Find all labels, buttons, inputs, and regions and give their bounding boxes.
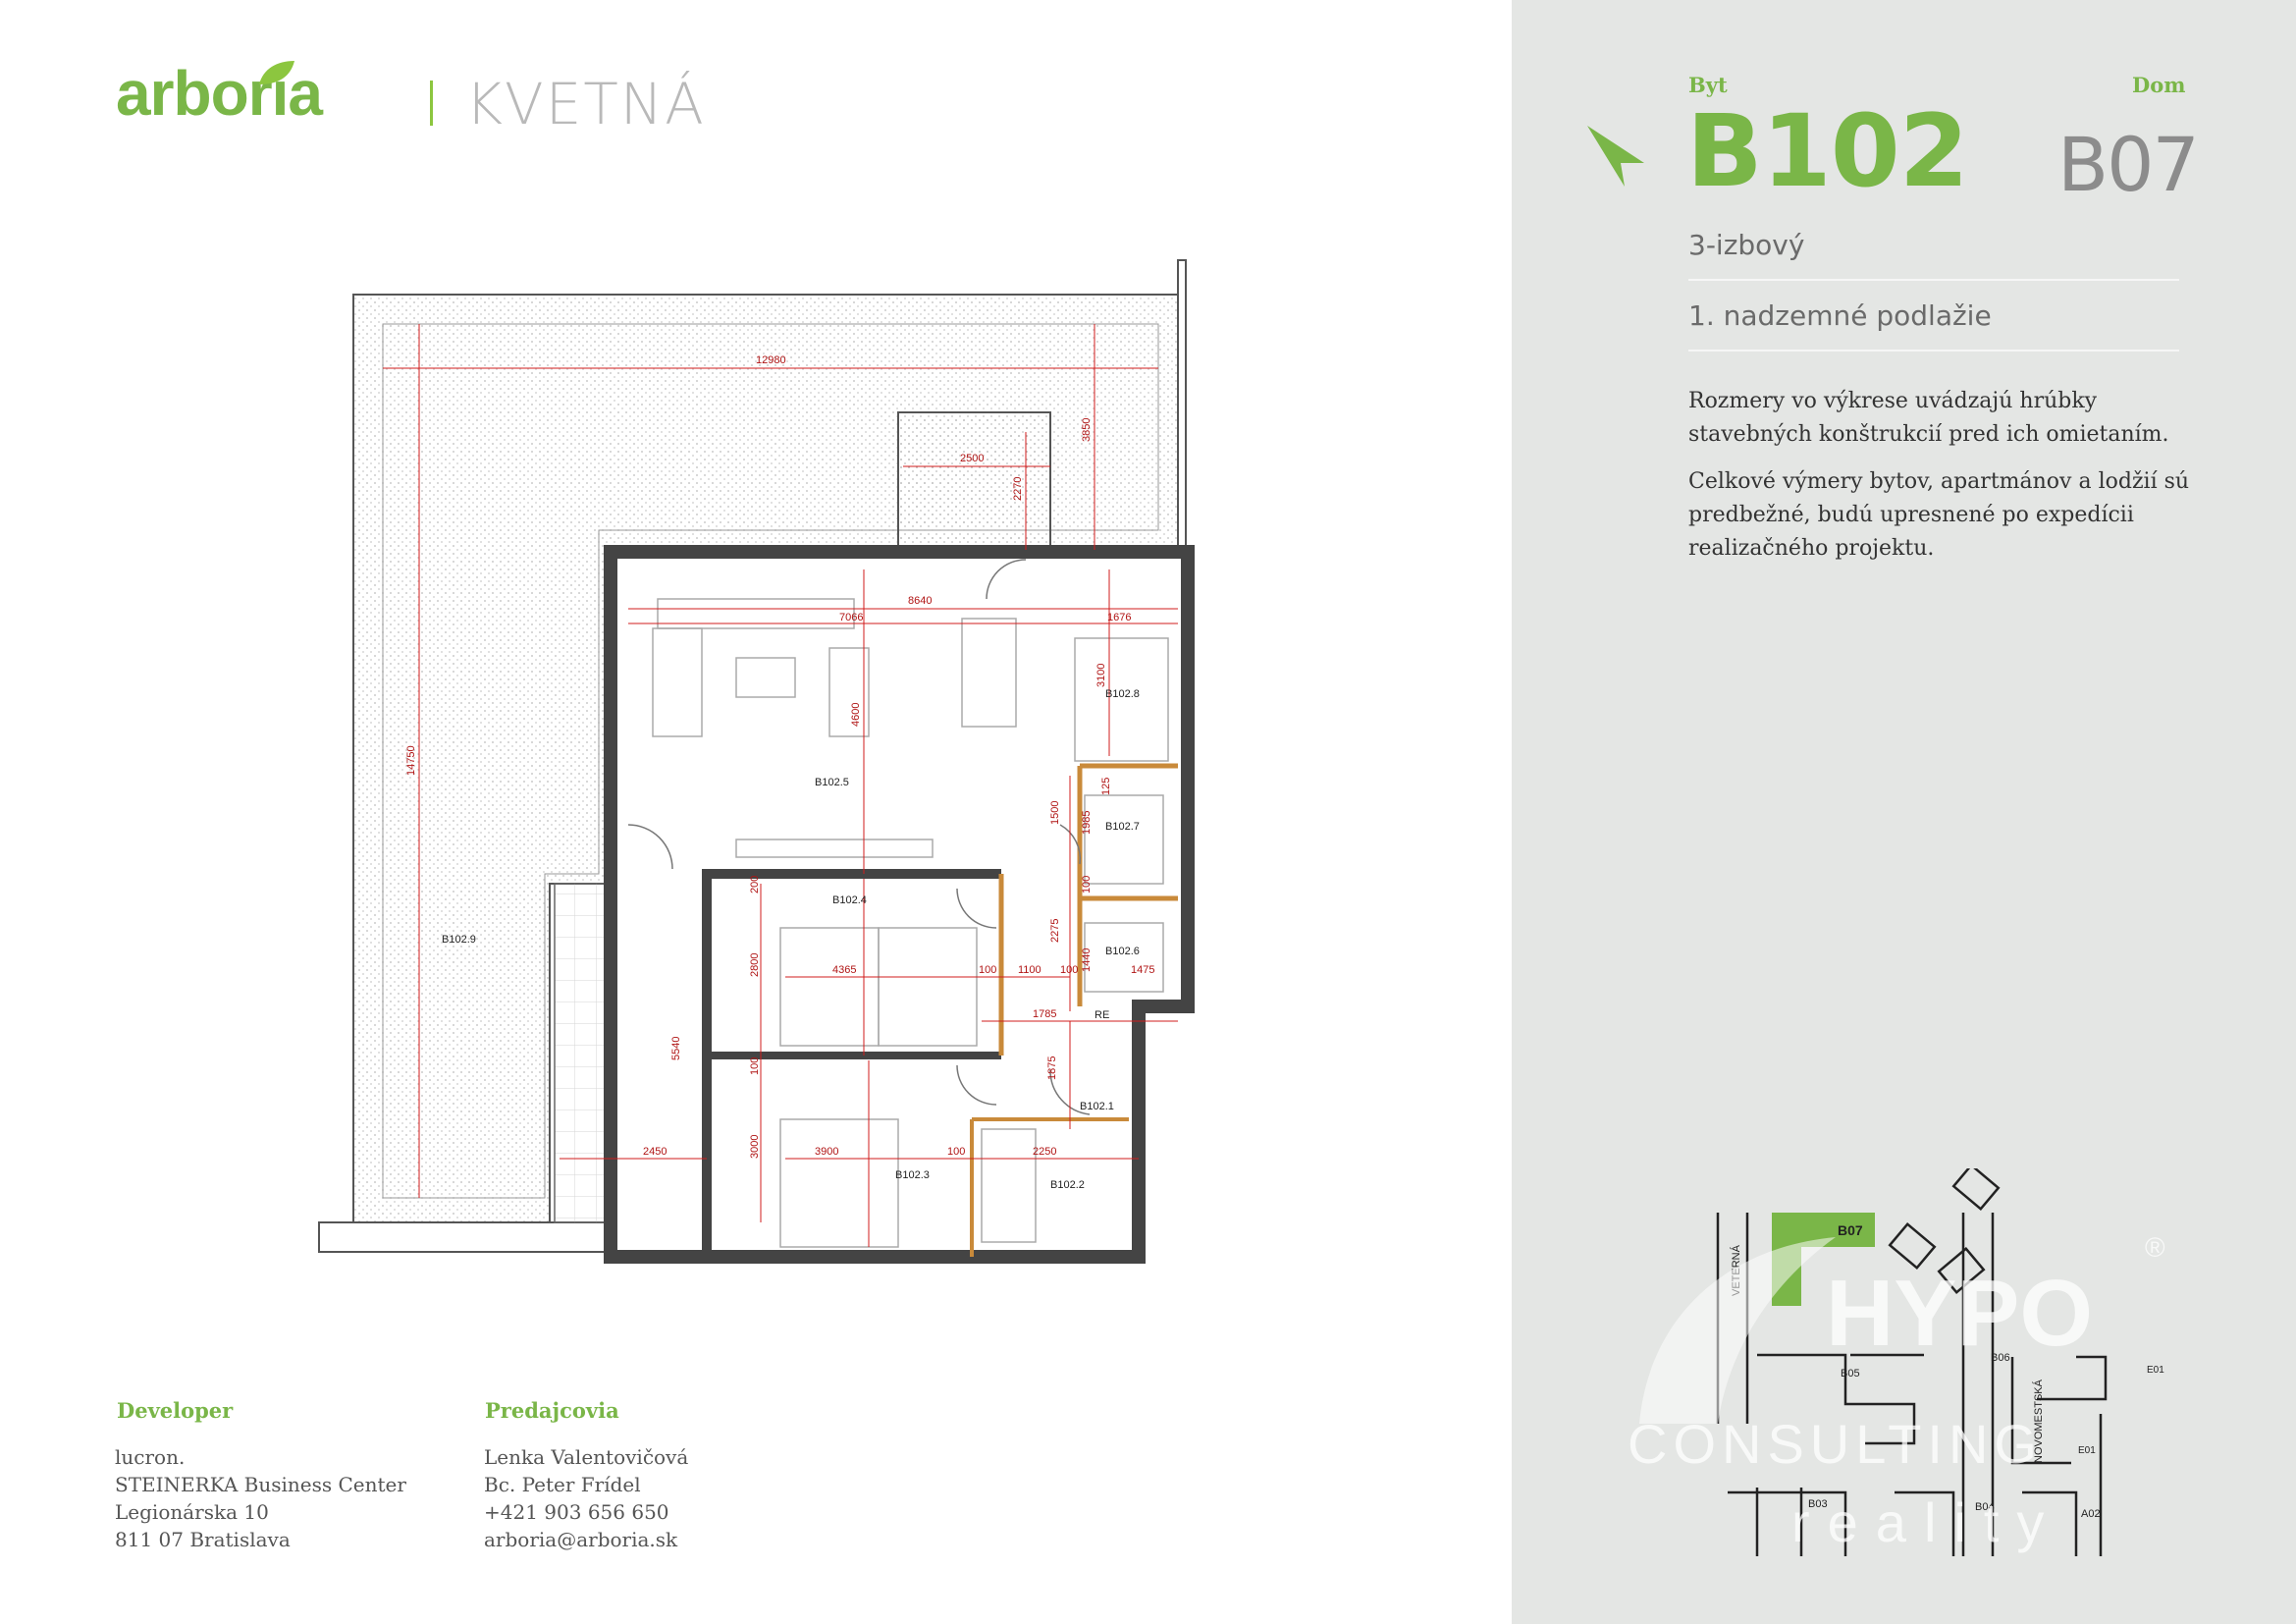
map-label-b06: B06	[1991, 1352, 2010, 1364]
dim-1475: 1475	[1131, 964, 1154, 976]
dim-200: 200	[749, 876, 761, 893]
dim-100b: 100	[979, 964, 996, 976]
developer-heading: Developer	[117, 1398, 234, 1423]
floor-plan: 12980 14750 2500 2270 3850 8640 7066 167…	[318, 259, 1195, 1264]
room-living: B102.5	[815, 777, 849, 788]
room-bedroom-2: B102.3	[895, 1169, 930, 1181]
dim-kitchen-width: 1676	[1107, 612, 1131, 623]
furniture	[652, 598, 1169, 1248]
room-bedroom-1: B102.4	[832, 894, 867, 906]
flat-code: B102	[1686, 93, 1969, 210]
developer-line: lucron.	[115, 1445, 186, 1469]
dim-loggia-depth: 5540	[670, 1037, 682, 1060]
sales-heading: Predajcovia	[485, 1398, 619, 1423]
dim-2275: 2275	[1049, 919, 1061, 943]
watermark-emblem-icon	[1639, 1237, 1836, 1424]
dim-3000: 3000	[749, 1135, 761, 1159]
developer-address: lucron. STEINERKA Business Center Legion…	[115, 1443, 406, 1553]
dim-bath-width: 2250	[1033, 1146, 1056, 1158]
dim-balcony-width: 2500	[960, 453, 984, 464]
map-label-b07: B07	[1838, 1222, 1863, 1238]
leaf-icon	[259, 61, 294, 84]
room-hall: B102.1	[1080, 1101, 1114, 1112]
dim-loggia-width: 2450	[643, 1146, 667, 1158]
dim-living-depth: 4600	[850, 703, 862, 727]
sales-line: Bc. Peter Frídel	[484, 1473, 641, 1496]
dim-living-width: 7066	[839, 612, 863, 623]
map-street-novomestska: NOVOMESTSKÁ	[2032, 1379, 2045, 1463]
map-label-a02: A02	[2081, 1508, 2101, 1520]
watermark: HYPO ® CONSULTING reality	[1628, 1232, 2165, 1553]
note-areas: Celkové výmery bytov, apartmánov a lodži…	[1688, 469, 2190, 561]
header-divider	[430, 81, 433, 126]
map-label-e01: E01	[2147, 1365, 2164, 1376]
dim-100e: 100	[947, 1146, 965, 1158]
map-label-b05: B05	[1841, 1368, 1860, 1380]
map-label-b04: B04	[1975, 1501, 1995, 1513]
balcony	[897, 411, 1051, 561]
dim-bedroom1-width: 4365	[832, 964, 856, 976]
room-labels: B102.9 B102.5 B102.8 B102.4 B102.3 B102.…	[442, 688, 1140, 1191]
watermark-brand: HYPO	[1826, 1261, 2093, 1366]
watermark-line-3: reality	[1791, 1491, 2061, 1553]
dim-100c: 100	[1060, 964, 1078, 976]
sales-phone[interactable]: +421 903 656 650	[484, 1500, 669, 1524]
room-bath: B102.2	[1050, 1179, 1085, 1191]
floor-level: 1. nadzemné podlažie	[1688, 299, 1992, 332]
panel-divider	[1688, 279, 2179, 281]
note-dimensions: Rozmery vo výkrese uvádzajú hrúbky stave…	[1688, 389, 2169, 447]
dim-terrace-height: 14750	[405, 745, 417, 776]
house-code: B07	[2057, 121, 2200, 208]
dim-1500: 1500	[1049, 801, 1061, 825]
dim-1985: 1985	[1081, 811, 1093, 835]
dimension-lines	[383, 324, 1178, 1247]
dim-balcony-side: 3850	[1081, 418, 1093, 442]
watermark-line-2: CONSULTING	[1628, 1413, 2043, 1475]
room-wc: B102.7	[1105, 821, 1140, 833]
panel-divider	[1688, 350, 2179, 352]
house-label: Dom	[2132, 73, 2186, 97]
dim-kitchen-depth: 3100	[1095, 664, 1107, 687]
info-panel	[1512, 0, 2296, 1624]
room-count: 3-izbový	[1688, 229, 1805, 261]
dim-125: 125	[1100, 778, 1112, 795]
sales-email[interactable]: arboria@arboria.sk	[484, 1528, 678, 1551]
flat-label: Byt	[1688, 73, 1728, 97]
building-b07-highlight	[1772, 1213, 1875, 1306]
dim-terrace-width: 12980	[756, 354, 786, 366]
north-arrow-icon	[1587, 126, 1644, 187]
developer-line: Legionárska 10	[115, 1500, 269, 1524]
room-terrace: B102.9	[442, 934, 476, 946]
dimension-labels: 12980 14750 2500 2270 3850 8640 7066 167…	[405, 354, 1154, 1159]
project-name: KVETNÁ	[465, 71, 706, 137]
dim-living-total: 8640	[908, 595, 932, 607]
site-map: B07 B05 B06 B03 B04 A02 E01 E01 VETERNÁ …	[1628, 1168, 2165, 1556]
dim-100d: 100	[749, 1057, 761, 1075]
apartment-walls	[604, 545, 1195, 1264]
map-label-e01-b: E01	[2078, 1445, 2096, 1456]
watermark-registered: ®	[2145, 1232, 2165, 1263]
dim-1100: 1100	[1018, 964, 1041, 976]
dim-1875: 1875	[1046, 1056, 1058, 1080]
dim-1785: 1785	[1033, 1008, 1056, 1020]
sales-contacts: Lenka Valentovičová Bc. Peter Frídel +42…	[484, 1443, 688, 1553]
dim-balcony-depth: 2270	[1012, 477, 1024, 501]
developer-line: 811 07 Bratislava	[115, 1528, 291, 1551]
dim-100a: 100	[1081, 876, 1093, 893]
map-label-b03: B03	[1808, 1498, 1828, 1510]
room-storage: B102.6	[1105, 946, 1140, 957]
room-re: RE	[1095, 1009, 1109, 1021]
doors	[627, 559, 1091, 1115]
dim-2800: 2800	[749, 953, 761, 977]
sales-line: Lenka Valentovičová	[484, 1445, 689, 1469]
room-kitchen: B102.8	[1105, 688, 1140, 700]
dim-bedroom2-width: 3900	[815, 1146, 838, 1158]
dim-1440: 1440	[1081, 948, 1093, 972]
developer-line: STEINERKA Business Center	[115, 1473, 406, 1496]
